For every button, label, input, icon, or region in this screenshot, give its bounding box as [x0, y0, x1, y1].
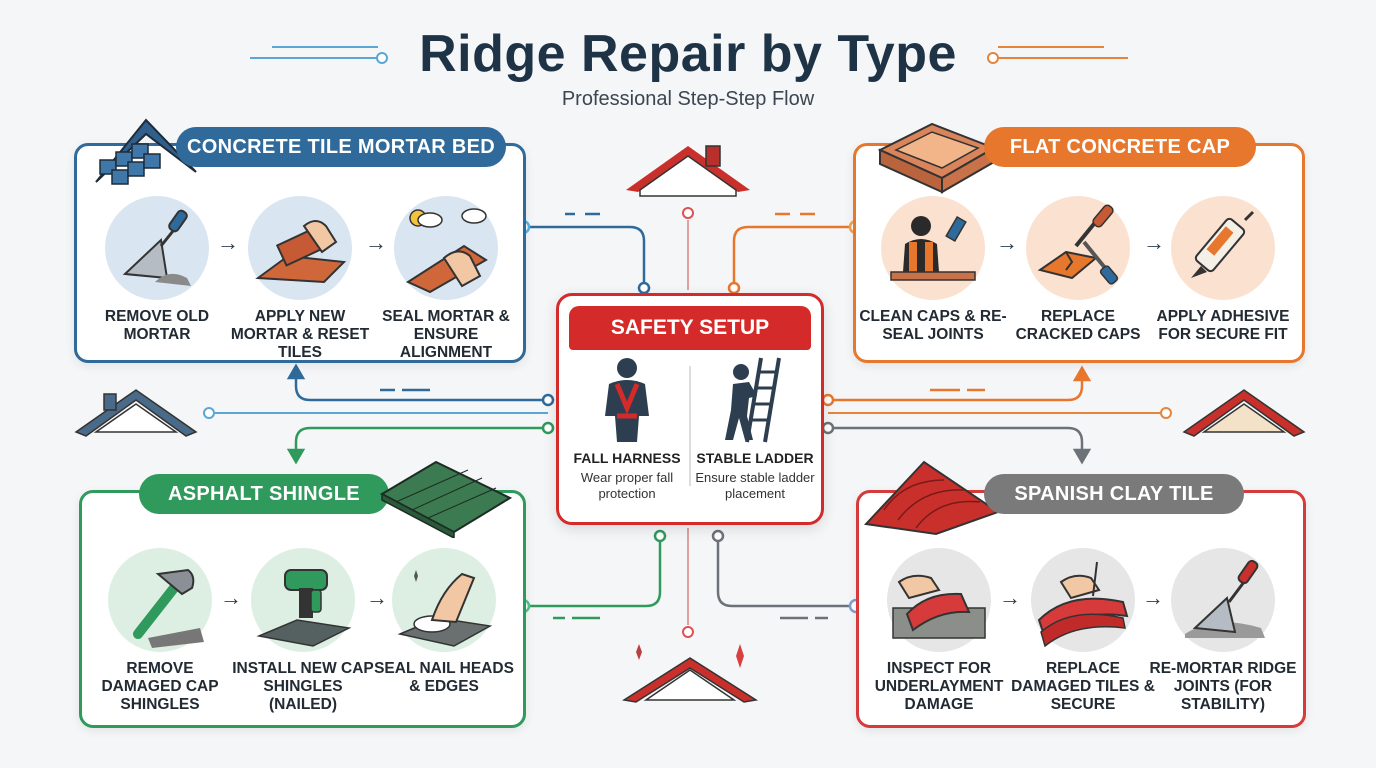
sealing-hand-icon — [397, 570, 493, 647]
tile-reset-icon — [255, 220, 347, 284]
step-remove-old-mortar: REMOVE OLD MORTAR — [82, 196, 232, 344]
safety-item-ladder: STABLE LADDER Ensure stable ladder place… — [695, 354, 815, 502]
step-remove-damaged-shingles: REMOVE DAMAGED CAP SHINGLES — [85, 548, 235, 714]
blue-tile-roof-icon — [95, 118, 197, 185]
title-decoration-right — [987, 46, 1128, 64]
hammer-icon — [133, 568, 204, 648]
harness-icon — [605, 358, 649, 442]
ladder-icon — [725, 357, 781, 443]
roof-left-gray-icon — [74, 389, 198, 437]
step-apply-adhesive: APPLY ADHESIVE FOR SECURE FIT — [1148, 196, 1298, 344]
roof-right-red-icon — [1182, 389, 1306, 437]
banner-asphalt: ASPHALT SHINGLE — [139, 474, 389, 514]
concrete-cap-box-icon — [877, 122, 997, 194]
page-subtitle: Professional Step-Step Flow — [561, 88, 815, 110]
step-replace-cracked-caps: REPLACE CRACKED CAPS — [1003, 196, 1153, 344]
green-shingle-roof-icon — [379, 460, 513, 538]
inspect-hand-icon — [892, 574, 986, 639]
safety-setup-card: SAFETY SETUP FALL HARNESS Wear proper fa… — [556, 293, 824, 525]
step-apply-new-mortar: APPLY NEW MORTAR & RESET TILES — [225, 196, 375, 362]
arrow-right-icon: → — [996, 230, 1018, 255]
worker-brush-icon — [890, 215, 976, 281]
weather-seal-icon — [405, 208, 488, 294]
banner-spanish: SPANISH CLAY TILE — [984, 474, 1244, 514]
nail-gun-icon — [256, 569, 352, 647]
connector-left-deco — [203, 407, 548, 419]
roof-top-center-icon — [626, 145, 750, 197]
arrow-right-icon: → — [1143, 230, 1165, 255]
arrow-right-icon: → — [999, 585, 1021, 610]
chisel-icon — [1037, 204, 1119, 285]
arrow-right-icon: → — [366, 585, 388, 610]
arrow-right-icon: → — [220, 585, 242, 610]
step-clean-caps: CLEAN CAPS & RE-SEAL JOINTS — [858, 196, 1008, 344]
arrow-right-icon: → — [1142, 585, 1164, 610]
step-seal-mortar: SEAL MORTAR & ENSURE ALIGNMENT — [371, 196, 521, 362]
step-inspect-underlayment: INSPECT FOR UNDERLAYMENT DAMAGE — [864, 548, 1014, 714]
step-replace-damaged-tiles: REPLACE DAMAGED TILES & SECURE — [1008, 548, 1158, 714]
connector-right-deco — [828, 407, 1172, 419]
arrow-right-icon: → — [365, 230, 387, 255]
red-clay-roof-icon — [863, 460, 1001, 536]
safety-item-harness: FALL HARNESS Wear proper fall protection — [567, 354, 687, 502]
roof-bottom-center-icon — [621, 644, 759, 703]
banner-concrete-tile: CONCRETE TILE MORTAR BED — [176, 127, 506, 167]
page-title: Ridge Repair by Type — [419, 25, 957, 83]
step-re-mortar-joints: RE-MORTAR RIDGE JOINTS (FOR STABILITY) — [1148, 548, 1298, 714]
clay-tile-icon — [1037, 561, 1129, 648]
step-install-shingles: INSTALL NEW CAP SHINGLES (NAILED) — [228, 548, 378, 714]
center-deco-lines — [682, 207, 694, 638]
trowel-icon — [1185, 559, 1265, 638]
title-decoration-left — [250, 46, 388, 64]
adhesive-tube-icon — [1191, 210, 1255, 278]
connector-asphalt — [286, 421, 667, 620]
trowel-icon — [122, 209, 191, 286]
safety-title: SAFETY SETUP — [569, 306, 811, 350]
step-seal-nail-heads: SEAL NAIL HEADS & EDGES — [369, 548, 519, 696]
arrow-right-icon: → — [217, 230, 239, 255]
safety-divider — [689, 366, 691, 486]
connector-spanish — [711, 421, 1092, 620]
banner-flat-cap: FLAT CONCRETE CAP — [984, 127, 1256, 167]
